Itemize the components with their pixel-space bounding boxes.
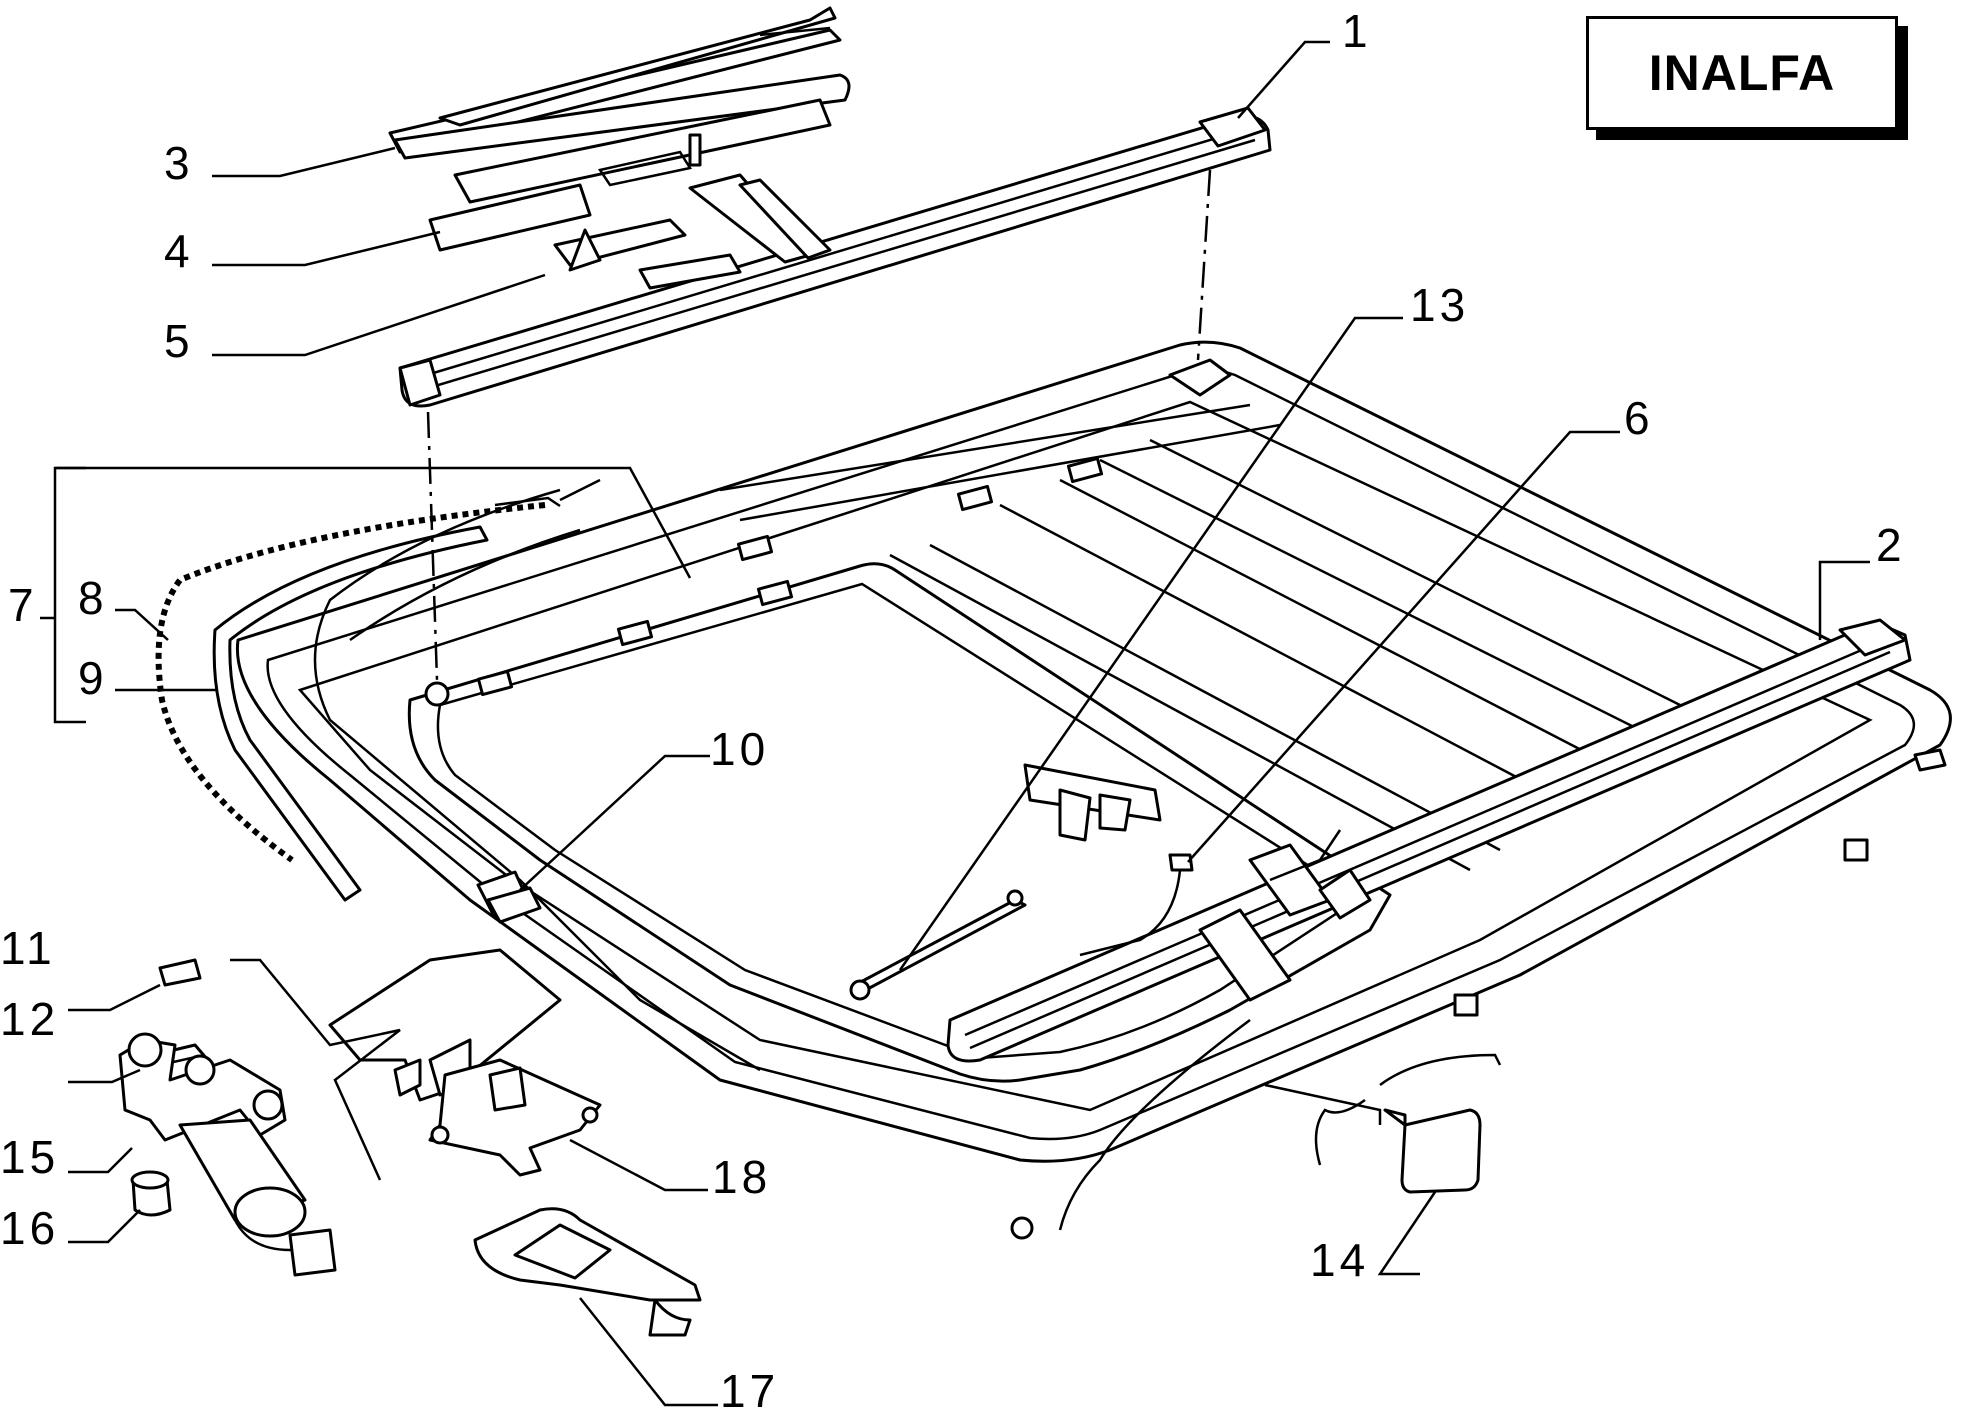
leader-17 [579,1297,718,1407]
leader-13 [898,316,1403,971]
callout-2: 2 [1876,519,1906,571]
callout-18: 18 [712,1151,772,1203]
part-2-guide-rail [946,618,1912,1063]
leader-1 [1237,40,1330,119]
part-6-latch [1023,763,1194,957]
leader-lines [68,40,1870,1407]
part-8-drive-cable [155,496,561,863]
part-9-cable-sheath [212,525,489,902]
callout-10: 10 [710,723,770,775]
callout-3: 3 [164,137,194,189]
callout-15: 15 [0,1131,60,1183]
part-3-deflector-arm [388,6,851,160]
leader-14 [1377,1191,1437,1276]
group-7-bracket [40,466,692,724]
leader-12 [68,1068,141,1084]
part-11-small-clip [158,958,202,987]
leader-10 [519,754,710,891]
alignment-lines [426,169,1212,681]
leader-4 [212,230,441,267]
part-14-plug [1383,1108,1482,1194]
part-4-slider-bracket [428,98,832,252]
callout-13: 13 [1410,279,1470,331]
part-13-rod [849,889,1027,1001]
callout-9: 9 [78,652,108,704]
leader-5 [212,273,546,357]
leader-2 [1818,560,1870,640]
leader-3 [212,146,396,178]
part-18-motor-bracket [428,1058,602,1177]
part-16-bushing [130,1170,172,1217]
part-17-drive-housing [473,1207,702,1337]
cable-ends [1264,1053,1502,1166]
callout-7: 7 [8,579,38,631]
callout-11: 11 [0,922,56,974]
callout-17: 17 [720,1365,780,1417]
brand-label: INALFA [1648,45,1836,101]
leader-18 [569,1138,708,1192]
callout-6: 6 [1624,392,1654,444]
callout-16: 16 [0,1202,60,1254]
part-15-motor [118,1032,337,1277]
part-10-clip [476,870,542,924]
brand-label-box: INALFA [1586,16,1898,130]
callout-5: 5 [164,315,194,367]
leader-drive [230,958,401,1181]
callout-14: 14 [1310,1234,1370,1286]
cable-routing [313,478,1251,1231]
part-1-guide-rail [398,106,1272,408]
leader-6 [1187,430,1620,863]
leader-16 [68,1209,141,1244]
callout-4: 4 [164,225,194,277]
leader-15 [68,1147,133,1174]
callout-1: 1 [1342,5,1372,57]
callout-12: 12 [0,993,60,1045]
leader-11 [68,983,161,1012]
leader-8 [115,608,169,641]
callout-8: 8 [78,572,108,624]
part-5-slider [553,218,742,290]
